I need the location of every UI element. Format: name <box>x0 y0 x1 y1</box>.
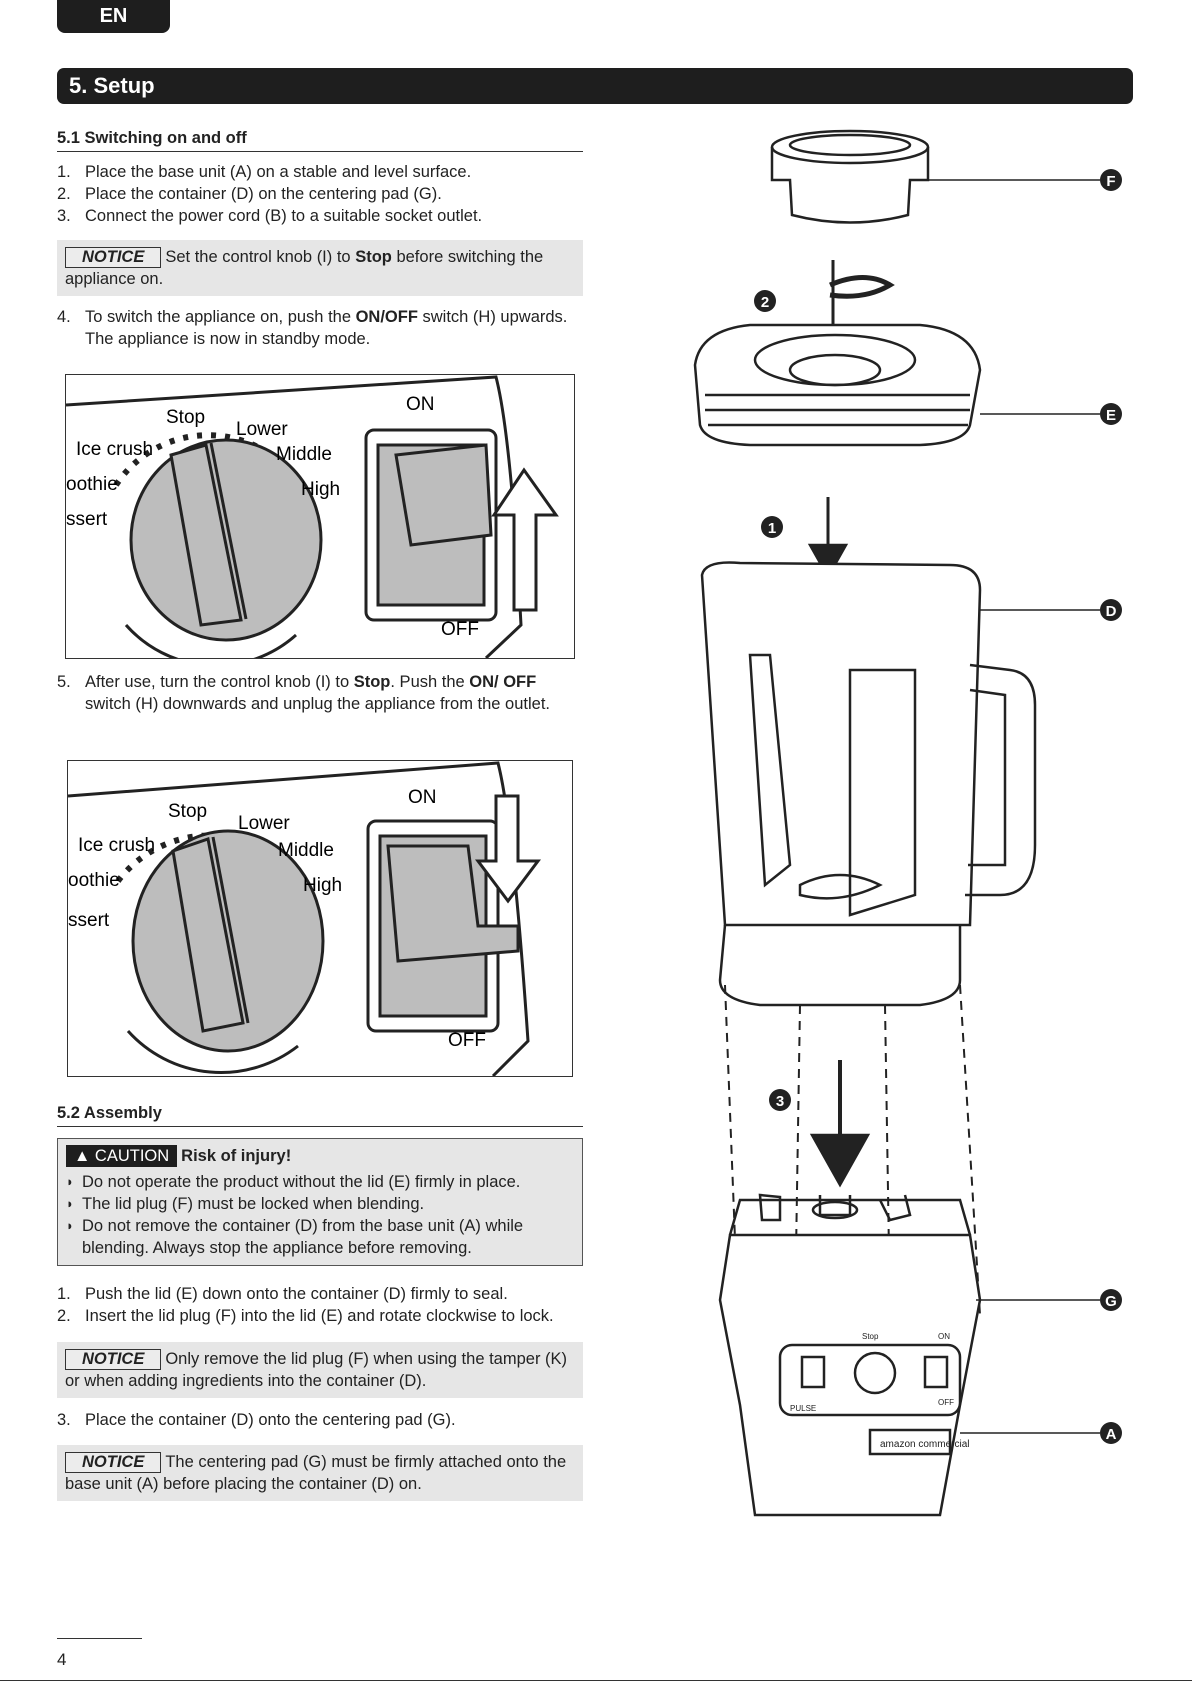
svg-text:PULSE: PULSE <box>790 1404 816 1413</box>
label-lower: Lower <box>236 419 288 440</box>
svg-text:E: E <box>1106 407 1116 424</box>
list-item: 1.Place the base unit (A) on a stable an… <box>57 163 472 181</box>
list-item: Do not operate the product without the l… <box>66 1171 574 1193</box>
notice-tag: NOTICE <box>65 1349 162 1370</box>
step-marker-1: 1 <box>761 516 783 538</box>
label-stop: Stop <box>166 407 205 428</box>
base-unit <box>718 1193 982 1517</box>
svg-text:Stop: Stop <box>168 801 207 822</box>
callout-f: F <box>1100 169 1122 191</box>
assembly-steps: 1.Push the lid (E) down onto the contain… <box>57 1283 583 1327</box>
callout-e: E <box>1100 403 1122 425</box>
step-4: 4.To switch the appliance on, push the O… <box>57 306 583 350</box>
svg-text:OFF: OFF <box>938 1398 954 1407</box>
label-middle: Middle <box>276 444 332 465</box>
caution-tag: ▲ CAUTION <box>66 1145 178 1167</box>
list-item: The lid plug (F) must be locked when ble… <box>66 1193 574 1215</box>
list-item: 3.Place the container (D) onto the cente… <box>57 1411 456 1429</box>
label-ice-crush: Ice crush <box>76 439 153 460</box>
control-panel-figure-on: Stop Lower Ice crush Middle oothie High … <box>65 374 575 659</box>
svg-text:oothie: oothie <box>68 870 120 891</box>
step-marker-3: 3 <box>769 1089 791 1111</box>
label-on: ON <box>406 394 435 415</box>
svg-text:Stop: Stop <box>862 1332 879 1341</box>
svg-text:ON: ON <box>938 1332 950 1341</box>
section-5-2: 5.2 Assembly <box>57 1102 583 1127</box>
step-marker-2: 2 <box>754 290 776 312</box>
caution-heading: Risk of injury! <box>181 1147 292 1165</box>
list-item: 3.Connect the power cord (B) to a suitab… <box>57 207 483 225</box>
svg-text:Lower: Lower <box>238 813 290 834</box>
svg-text:2: 2 <box>761 294 769 311</box>
list-item: 2.Insert the lid plug (F) into the lid (… <box>57 1307 554 1325</box>
subsection-title: 5.1 Switching on and off <box>57 127 583 152</box>
assembly-step-3: 3.Place the container (D) onto the cente… <box>57 1409 583 1431</box>
label-off: OFF <box>441 619 479 640</box>
section-5-1: 5.1 Switching on and off 1.Place the bas… <box>57 127 583 227</box>
section-title: 5. Setup <box>57 68 1133 104</box>
list-item: 5.After use, turn the control knob (I) t… <box>57 673 551 713</box>
svg-text:OFF: OFF <box>448 1030 486 1051</box>
svg-text:F: F <box>1106 173 1115 190</box>
lid-plug <box>770 129 930 224</box>
svg-text:High: High <box>303 875 342 896</box>
label-dessert: ssert <box>66 509 108 530</box>
label-high: High <box>301 479 340 500</box>
svg-text:Ice crush: Ice crush <box>78 835 155 856</box>
notice-tag: NOTICE <box>65 1452 162 1473</box>
label-smoothie: oothie <box>66 474 118 495</box>
svg-text:A: A <box>1106 1426 1117 1443</box>
subsection-title: 5.2 Assembly <box>57 1102 583 1127</box>
language-tab: EN <box>57 0 170 33</box>
lid <box>693 323 982 447</box>
svg-text:Middle: Middle <box>278 840 334 861</box>
list-item: 2.Place the container (D) on the centeri… <box>57 185 442 203</box>
callout-d: D <box>1100 599 1122 621</box>
bottom-rule <box>0 1680 1192 1681</box>
container <box>700 561 1037 1007</box>
step-5: 5.After use, turn the control knob (I) t… <box>57 671 583 715</box>
callout-g: G <box>1100 1289 1122 1311</box>
callout-a: A <box>1100 1422 1122 1444</box>
notice-tag: NOTICE <box>65 247 162 268</box>
steps-list: 1.Place the base unit (A) on a stable an… <box>57 161 583 227</box>
svg-text:ssert: ssert <box>68 910 110 931</box>
blender-assembly-diagram: amazon commercial Stop ON OFF PULSE 2 1 … <box>680 125 1140 1545</box>
svg-text:1: 1 <box>768 520 776 537</box>
svg-text:G: G <box>1105 1293 1117 1310</box>
svg-text:D: D <box>1106 603 1117 620</box>
footer-rule <box>57 1638 142 1639</box>
page-number: 4 <box>57 1650 67 1669</box>
svg-text:ON: ON <box>408 787 437 808</box>
brand-label: amazon commercial <box>880 1439 969 1450</box>
caution-list: Do not operate the product without the l… <box>66 1171 574 1259</box>
svg-text:3: 3 <box>776 1093 784 1110</box>
list-item: 1.Push the lid (E) down onto the contain… <box>57 1285 508 1303</box>
list-item: Do not remove the container (D) from the… <box>66 1215 574 1259</box>
control-panel-figure-off: Stop Lower Ice crush Middle oothie High … <box>67 760 573 1077</box>
list-item: 4.To switch the appliance on, push the O… <box>57 308 568 348</box>
